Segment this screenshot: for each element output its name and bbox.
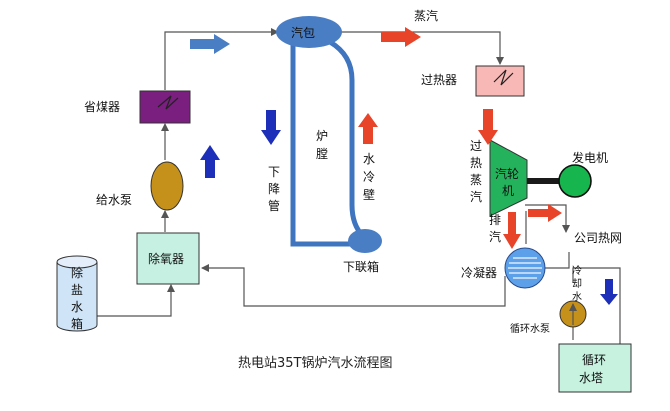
flow-arrow-down-superheater — [478, 109, 498, 145]
svg-text:冷: 冷 — [363, 170, 375, 184]
svg-text:蒸: 蒸 — [470, 173, 482, 187]
flow-arrow-up-waterwall — [358, 113, 378, 144]
svg-text:箱: 箱 — [71, 316, 83, 331]
generator-label: 发电机 — [572, 150, 608, 165]
svg-text:炉: 炉 — [316, 129, 328, 143]
superheater — [475, 65, 525, 97]
downcomer-label: 下 降 管 — [268, 165, 280, 213]
condenser — [504, 247, 546, 289]
svg-text:热: 热 — [470, 156, 482, 170]
lower-header-label: 下联箱 — [343, 259, 379, 274]
lower-header — [348, 229, 382, 253]
cooling-tower-label-2: 水塔 — [579, 371, 603, 385]
circ-water-to-condenser — [545, 252, 570, 269]
svg-text:膛: 膛 — [316, 147, 328, 161]
svg-text:水: 水 — [71, 300, 83, 314]
svg-text:汽: 汽 — [470, 189, 482, 204]
turbine-label-1: 汽轮 — [495, 166, 519, 181]
cooling-tower-label-1: 循环 — [582, 353, 606, 367]
flow-arrow-down-cooling — [600, 279, 618, 305]
generator — [558, 164, 592, 198]
cooling-tower — [558, 343, 632, 393]
flow-arrow-right-blue-1 — [190, 34, 230, 54]
demin-water-tank: 除 盐 水 箱 — [56, 255, 98, 332]
flow-arrow-up-feed — [200, 145, 220, 178]
svg-text:排: 排 — [489, 213, 501, 227]
svg-text:水: 水 — [363, 152, 375, 166]
tank-to-deaerator-line — [97, 284, 175, 317]
flow-arrow-right-red-2 — [381, 27, 421, 47]
feed-pump-label: 给水泵 — [96, 193, 132, 207]
downcomer-pipe — [290, 40, 355, 247]
svg-text:水: 水 — [572, 291, 582, 303]
economizer-label: 省煤器 — [84, 100, 120, 114]
svg-text:过: 过 — [470, 139, 482, 153]
superheater-label: 过热器 — [421, 73, 457, 87]
economizer-to-drum-line — [164, 28, 279, 90]
svg-text:下: 下 — [268, 165, 280, 179]
circ-pump-label: 循环水泵 — [510, 322, 550, 335]
deaerator-label: 除氧器 — [148, 251, 184, 266]
turbine-label-2: 机 — [502, 184, 514, 198]
condensate-return-line — [201, 264, 506, 307]
economizer — [139, 90, 191, 124]
exhaust-label: 排 汽 — [489, 213, 501, 244]
svg-text:汽: 汽 — [489, 229, 501, 244]
water-wall-pipe — [328, 39, 365, 238]
deaerator — [136, 232, 200, 285]
steam-drum-label: 汽包 — [291, 25, 315, 40]
superheater-zigzag — [493, 69, 514, 86]
water-wall-label: 水 冷 壁 — [363, 152, 375, 202]
tower-loop-line — [572, 267, 621, 344]
flow-arrow-right-red-3 — [528, 204, 562, 222]
svg-text:除: 除 — [71, 265, 83, 280]
svg-text:却: 却 — [572, 278, 582, 290]
svg-text:盐: 盐 — [71, 283, 83, 297]
superheated-steam-label: 过 热 蒸 汽 — [470, 139, 482, 204]
turbine-shaft — [527, 178, 559, 184]
svg-text:冷: 冷 — [572, 264, 582, 277]
flow-arrow-down-exhaust — [503, 212, 521, 249]
diagram-title: 热电站35T锅炉汽水流程图 — [238, 355, 392, 371]
steam-turbine — [489, 139, 528, 217]
steam-drum — [276, 16, 342, 48]
company-heating-label: 公司热网 — [574, 231, 622, 245]
flow-arrow-down-downcomer — [261, 110, 281, 145]
cooling-water-label: 冷 却 水 — [572, 264, 582, 303]
svg-text:管: 管 — [268, 198, 280, 213]
svg-text:壁: 壁 — [363, 187, 375, 202]
extraction-line — [525, 204, 570, 233]
economizer-zigzag — [157, 95, 179, 110]
furnace-label: 炉 膛 — [316, 129, 328, 161]
condenser-label: 冷凝器 — [461, 265, 497, 280]
svg-text:降: 降 — [268, 182, 280, 196]
steam-label: 蒸汽 — [414, 8, 438, 23]
feed-water-pump — [150, 161, 184, 211]
